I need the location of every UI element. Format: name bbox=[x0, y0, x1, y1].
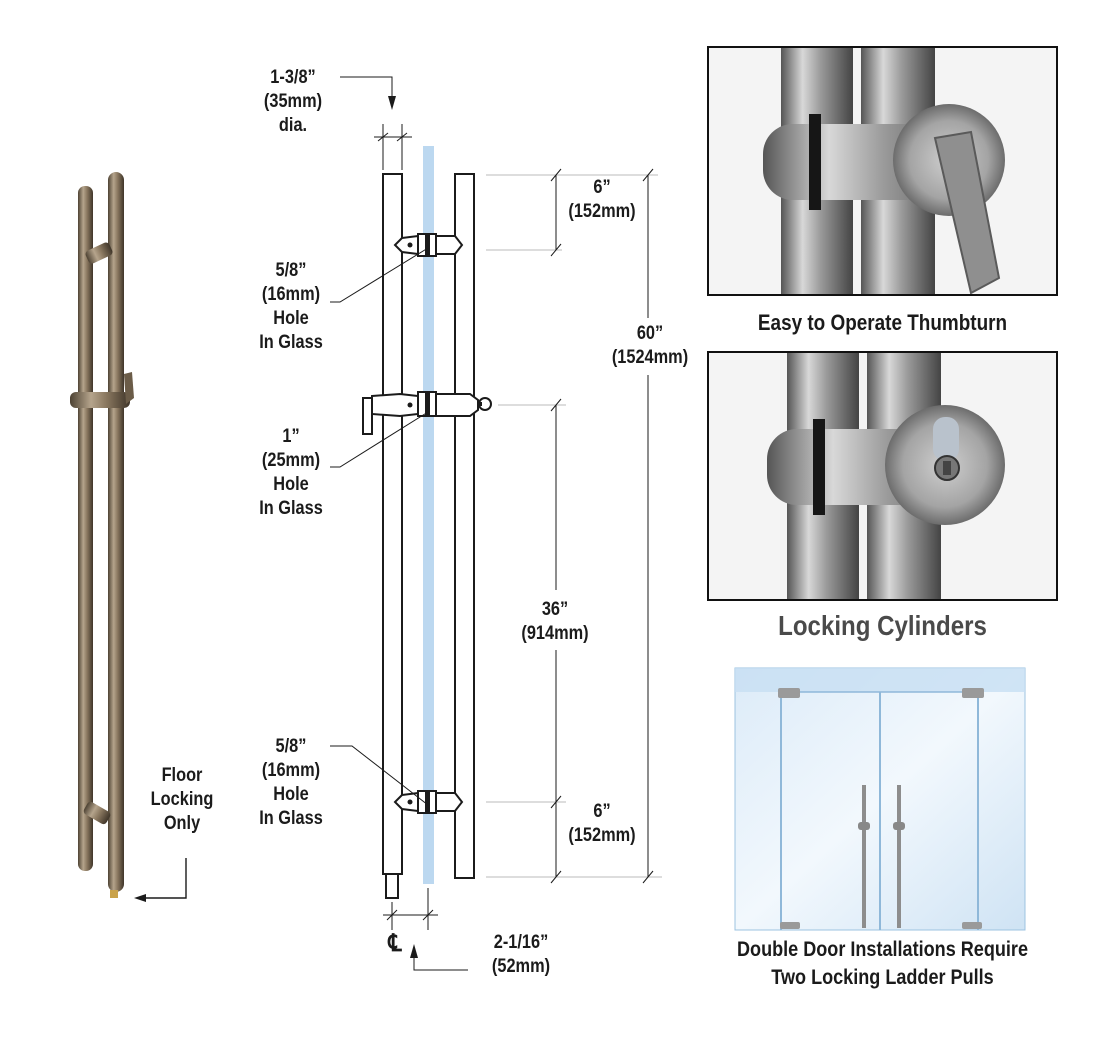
locking-cylinders-caption: Locking Cylinders bbox=[778, 610, 987, 641]
bottom-hole-label: 5/8” (16mm) Hole In Glass bbox=[259, 736, 323, 829]
lock-spacing-label: 36” (914mm) bbox=[521, 599, 589, 644]
ladder-pull-photo bbox=[70, 172, 134, 898]
technical-drawing bbox=[330, 76, 662, 971]
bottom-pivot-right bbox=[962, 922, 982, 929]
double-door-caption: Double Door Installations Require Two Lo… bbox=[736, 938, 1029, 989]
thumbturn-photo bbox=[707, 46, 1058, 296]
key-slot-icon bbox=[933, 417, 959, 461]
bottom-standoff bbox=[83, 801, 111, 825]
thumbturn-lever-icon bbox=[933, 130, 1001, 294]
thumbturn-caption: Easy to Operate Thumbturn bbox=[757, 310, 1008, 335]
top-hole-label: 5/8” (16mm) Hole In Glass bbox=[259, 260, 323, 353]
centerline-dimension bbox=[383, 888, 468, 971]
top-connector bbox=[393, 233, 464, 257]
bottom-connector bbox=[393, 790, 464, 814]
top-pivot-left bbox=[778, 688, 800, 698]
diameter-dimension bbox=[340, 76, 412, 170]
floor-pin bbox=[385, 873, 399, 899]
top-offset-label: 6” (152mm) bbox=[568, 177, 636, 222]
top-standoff bbox=[85, 242, 113, 264]
top-pivot-right bbox=[962, 688, 984, 698]
left-tube bbox=[78, 186, 93, 871]
floor-locking-label: Floor Locking Only bbox=[150, 765, 214, 834]
hole-leaders bbox=[330, 247, 429, 806]
bottom-offset-label: 6” (152mm) bbox=[568, 801, 636, 846]
middle-hole-label: 1” (25mm) Hole In Glass bbox=[259, 426, 323, 519]
door-pull-right bbox=[897, 785, 901, 928]
lock-lever bbox=[124, 372, 134, 404]
overall-length-label: 60” (1524mm) bbox=[611, 323, 689, 368]
door-pull-left bbox=[862, 785, 866, 928]
drawing-right-tube bbox=[454, 173, 475, 879]
lock-body bbox=[70, 392, 130, 408]
centerline-symbol: ℄ bbox=[388, 930, 402, 957]
diameter-label: 1-3/8” (35mm) dia. bbox=[263, 67, 323, 136]
lock-assembly bbox=[362, 391, 492, 435]
right-tube bbox=[108, 172, 124, 892]
floor-lock-leader bbox=[134, 858, 187, 902]
glass-panel bbox=[423, 146, 434, 884]
dimension-lines bbox=[486, 168, 662, 884]
bottom-pivot-left bbox=[780, 922, 800, 929]
locking-cylinder-photo bbox=[707, 351, 1058, 601]
centerline-offset-label: 2-1/16” (52mm) bbox=[491, 932, 551, 977]
